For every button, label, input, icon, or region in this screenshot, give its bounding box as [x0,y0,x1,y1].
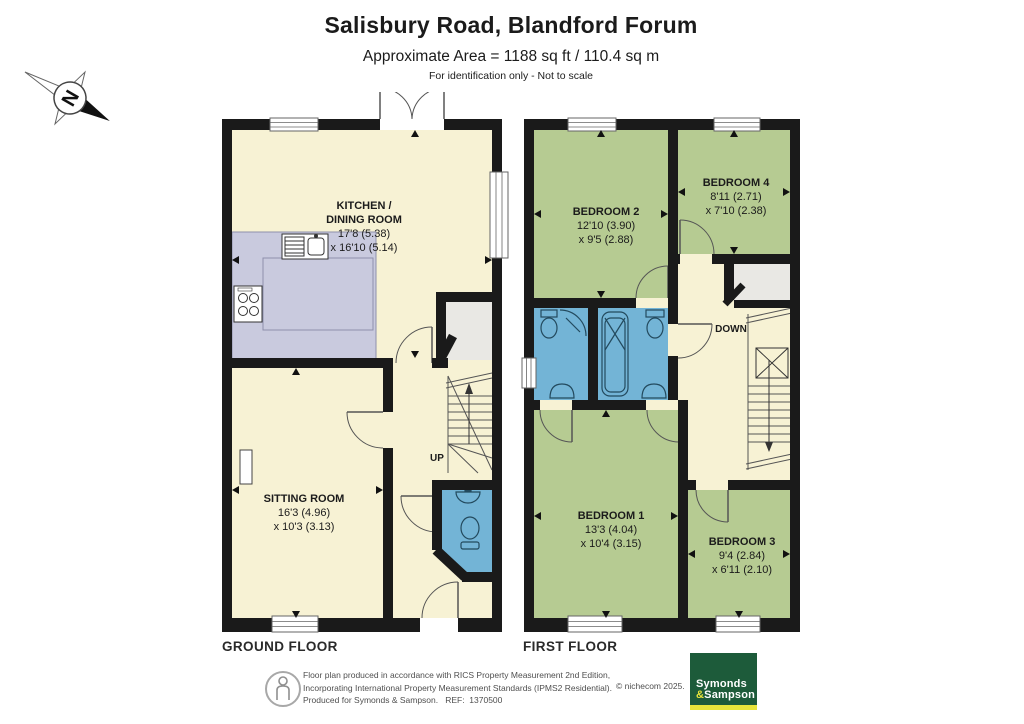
bedroom3-area [688,490,790,618]
symonds-sampson-logo: Symonds &Sampson [690,653,757,710]
copyright-notice: © nichecom 2025. [616,681,685,691]
kitchen-dining-label: KITCHEN / DINING ROOM 17'8 (5.38) x 16'1… [326,200,402,254]
kitchen-hob [233,285,263,323]
compass-rose: N [24,70,110,126]
bedroom3-label: BEDROOM 3 9'4 (2.84) x 6'11 (2.10) [708,536,776,576]
logo-yellow-bar [690,705,757,710]
ensuite-fixtures [540,309,587,399]
ground-floor-plan [222,92,509,633]
bedroom4-label: BEDROOM 4 8'11 (2.71) x 7'10 (2.38) [702,177,770,217]
bathroom-area [598,308,668,400]
bedroom2-label: BEDROOM 2 12'10 (3.90) x 9'5 (2.88) [572,206,640,246]
logo-text: Symonds &Sampson [696,678,756,701]
kitchen-sink-unit [281,233,329,260]
first-floor-name: FIRST FLOOR [523,639,618,654]
approximate-area: Approximate Area = 1188 sq ft / 110.4 sq… [362,48,660,65]
dimension-arrows [232,130,492,618]
wc-toilet [460,516,480,550]
bathroom-fixtures [601,309,667,399]
person-icon [265,671,301,707]
stairs-down-label: DOWN [715,324,747,335]
staircase-down [745,307,793,470]
scale-disclaimer: For identification only - Not to scale [429,70,593,82]
bedroom4-area [678,130,790,254]
first-floor-windows [521,117,761,633]
door-arcs [346,92,459,619]
wc-angled-wall [432,546,469,581]
bedroom2-area [534,130,668,298]
first-floor-plan [521,117,800,633]
page-title: Salisbury Road, Blandford Forum [324,12,698,38]
sitting-room-label: SITTING ROOM 16'3 (4.96) x 10'3 (3.13) [263,493,345,533]
cupboard-area [734,260,790,300]
sitting-room-radiator [239,449,253,485]
porch-cupboard-area [446,302,492,360]
stairs-down-arrow-icon [765,442,773,452]
stairs-up-arrow-icon [465,383,473,394]
footer-disclaimer: Floor plan produced in accordance with R… [303,670,612,705]
porch-angled-wall [433,333,457,369]
ensuite-area [534,308,588,400]
staircase-up [445,372,493,474]
dimension-arrows [534,130,790,618]
stairs-up-label: UP [430,453,444,464]
cupboard-angled-door [722,282,746,307]
wc-area [442,490,492,572]
bedroom1-label: BEDROOM 1 13'3 (4.04) x 10'4 (3.15) [577,510,645,550]
ground-floor-windows [269,117,509,633]
ground-floor-name: GROUND FLOOR [222,639,338,654]
bedroom1-area [534,410,678,618]
